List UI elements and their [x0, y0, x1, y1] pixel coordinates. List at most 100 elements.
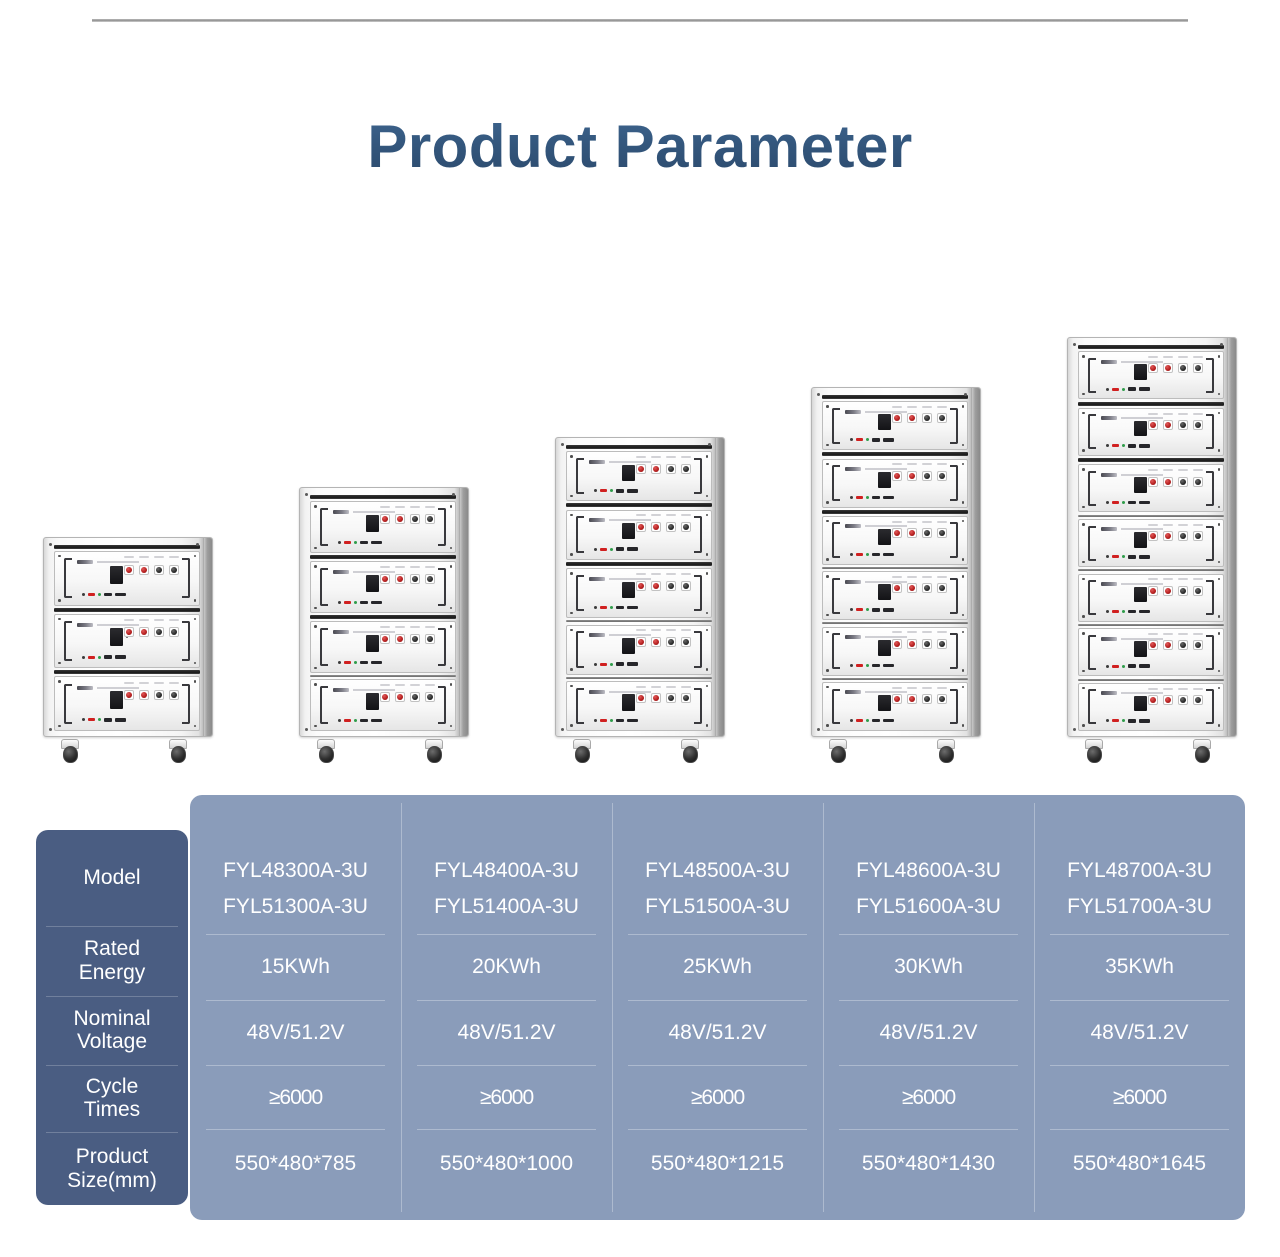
rack-shelf-bar	[566, 445, 712, 449]
terminal-post-red	[1162, 419, 1173, 430]
status-led-red-icon	[856, 553, 864, 557]
terminal-post-red	[906, 583, 917, 594]
battery-module	[1078, 628, 1224, 677]
page-title: Product Parameter	[0, 112, 1280, 181]
terminal-post-red	[1147, 531, 1158, 542]
module-screw-icon	[961, 501, 964, 504]
module-display-screen	[1133, 364, 1147, 380]
terminal-post-red	[906, 694, 917, 705]
module-handle-left	[832, 633, 840, 669]
rack-shelf-bar	[1078, 345, 1224, 349]
module-screw-icon	[1217, 449, 1220, 452]
status-led-red-icon	[88, 593, 96, 596]
power-dot-icon	[850, 719, 854, 723]
brand-text-mark	[97, 686, 139, 689]
module-led-strip	[1106, 719, 1151, 723]
rack-shelf-bar	[566, 676, 712, 679]
terminal-post-black	[168, 689, 179, 700]
terminal-post-red	[1162, 694, 1173, 705]
rack-shelf-bar	[1078, 623, 1224, 626]
module-handle-right	[950, 407, 958, 444]
brand-logo-icon	[589, 459, 605, 464]
terminal-post-black	[1177, 640, 1188, 651]
module-screw-icon	[1082, 577, 1085, 581]
terminal-label-mark	[123, 618, 134, 621]
terminal-labels	[635, 514, 691, 517]
power-dot-icon	[1106, 719, 1110, 723]
module-led-strip	[850, 718, 895, 723]
terminal-post-red	[1147, 476, 1158, 487]
terminal-post-core	[1149, 421, 1156, 428]
terminal-label-mark	[153, 618, 164, 621]
module-led-strip	[82, 592, 127, 597]
terminal-post-black	[1192, 640, 1203, 651]
cell-product-size: 550*480*1215	[612, 1128, 823, 1220]
module-screw-icon	[1217, 355, 1220, 358]
rack-screw-icon	[561, 728, 564, 731]
module-display-screen	[109, 565, 123, 584]
terminal-post-red	[635, 522, 646, 533]
brand-text-mark	[1121, 528, 1163, 531]
module-screw-icon	[1217, 560, 1220, 564]
module-led-strip	[82, 718, 127, 722]
terminal-label-mark	[409, 626, 420, 628]
terminal-labels	[1147, 578, 1203, 581]
rack-shelf-bar	[566, 561, 712, 566]
terminal-label-mark	[1162, 355, 1173, 358]
port-connector	[616, 718, 625, 723]
module-screw-icon	[570, 684, 573, 688]
terminal-post-core	[938, 640, 945, 647]
module-screw-icon	[826, 501, 829, 504]
brand-text-mark	[97, 624, 139, 627]
module-screw-icon	[1082, 355, 1085, 358]
brand-logo-icon	[1101, 359, 1117, 364]
terminal-post-core	[923, 696, 930, 703]
terminal-label-mark	[635, 572, 646, 575]
terminal-post-core	[923, 415, 930, 422]
module-screw-icon	[570, 513, 573, 517]
rack-shelf-bar	[310, 495, 456, 499]
rack-shelf-bar	[1078, 569, 1224, 572]
power-dot-icon	[594, 662, 598, 666]
terminal-labels	[1147, 469, 1203, 472]
brand-text-mark	[865, 525, 907, 528]
module-screw-icon	[449, 565, 452, 568]
terminal-labels	[891, 631, 947, 634]
status-led-red-icon	[1112, 444, 1120, 448]
brand-logo-icon	[333, 510, 349, 514]
port-connector	[872, 552, 881, 557]
power-dot-icon	[82, 718, 86, 722]
rack-screw-icon	[305, 493, 308, 496]
terminal-post-black	[168, 627, 179, 638]
terminal-labels	[891, 575, 947, 578]
port-connector	[1128, 500, 1137, 505]
module-screw-icon	[193, 661, 196, 665]
terminal-block	[379, 574, 435, 584]
terminal-label-mark	[665, 456, 676, 459]
terminal-block	[891, 470, 947, 481]
terminal-post-black	[921, 470, 932, 481]
cell-nominal-voltage: 48V/51.2V	[823, 999, 1034, 1066]
terminal-post-black	[921, 528, 932, 539]
module-handle-right	[438, 508, 446, 546]
rack-screw-icon	[561, 443, 564, 446]
terminal-post-black	[409, 574, 420, 584]
terminal-post-core	[1164, 587, 1171, 594]
brand-logo-icon	[845, 635, 861, 640]
battery-module	[822, 626, 968, 676]
module-handle-right	[950, 688, 958, 725]
rack-shelf-bar	[1078, 458, 1224, 463]
module-screw-icon	[826, 519, 829, 523]
rack-caster	[825, 739, 851, 765]
module-screw-icon	[1217, 523, 1220, 526]
terminal-post-core	[923, 472, 930, 479]
rack-caster	[1189, 739, 1215, 765]
module-display-screen	[1133, 420, 1147, 437]
module-handle-left	[576, 516, 584, 553]
cell-nominal-voltage: 48V/51.2V	[1034, 999, 1245, 1066]
terminal-block	[379, 634, 435, 644]
terminal-post-core	[667, 465, 674, 472]
battery-module	[310, 501, 456, 553]
